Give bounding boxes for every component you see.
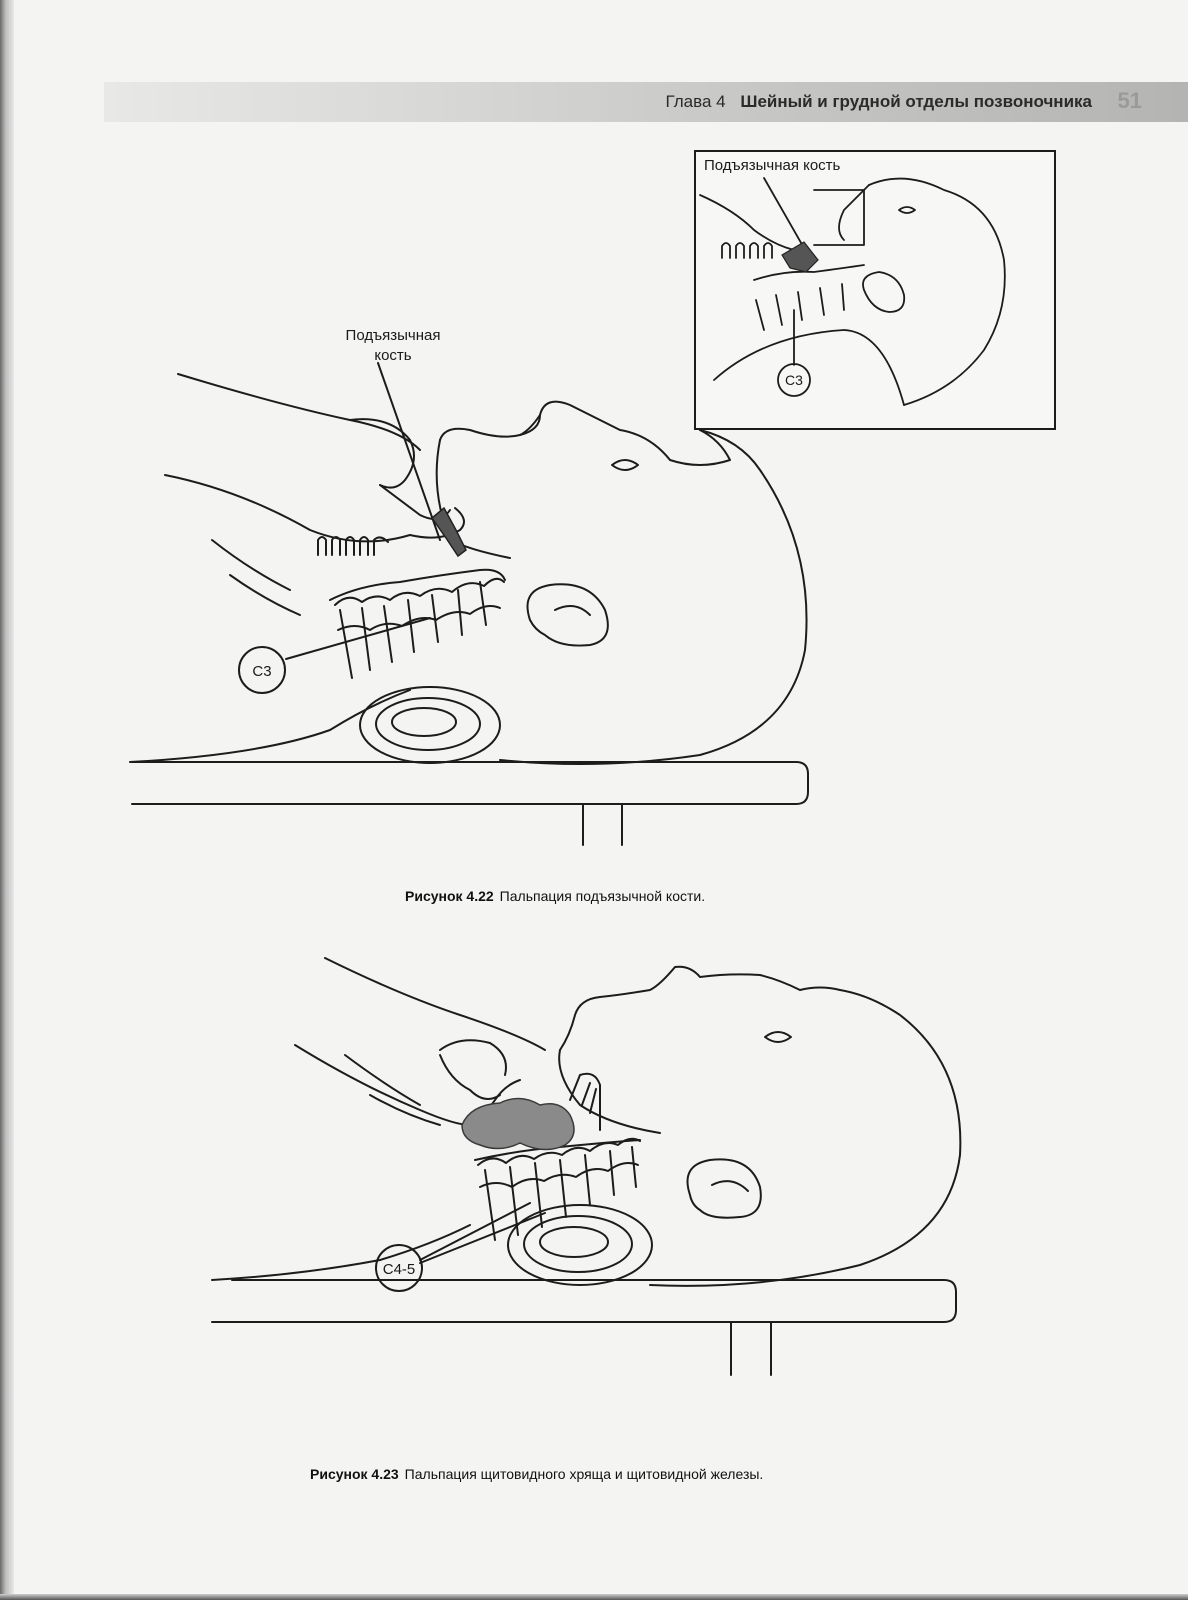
figure-4-22-number: Рисунок 4.22 bbox=[405, 888, 494, 904]
inset-hyoid-label: Подъязычная кость bbox=[704, 157, 841, 174]
figure-4-23-number: Рисунок 4.23 bbox=[310, 1466, 399, 1482]
figure-4-22-inset: Подъязычная кость C3 bbox=[694, 150, 1056, 430]
inset-c3-label: C3 bbox=[785, 372, 803, 388]
figure-4-23-caption: Рисунок 4.23 Пальпация щитовидного хряща … bbox=[310, 1466, 763, 1482]
hyoid-label-line1: Подъязычная bbox=[346, 327, 441, 344]
hyoid-label-line2: кость bbox=[374, 347, 411, 364]
chapter-label: Глава 4 bbox=[665, 92, 726, 111]
chapter-title: Шейный и грудной отделы позвоночника bbox=[740, 92, 1092, 111]
figure-4-22-illustration: Подъязычная кость C3 bbox=[129, 327, 809, 846]
running-header: Глава 4 Шейный и грудной отделы позвоноч… bbox=[666, 88, 1092, 116]
page-edge bbox=[0, 0, 14, 1600]
page-number: 51 bbox=[1117, 88, 1142, 113]
figure-4-23-text: Пальпация щитовидного хряща и щитовидной… bbox=[404, 1466, 764, 1482]
page-edge-bottom bbox=[0, 1594, 1188, 1600]
c45-label: C4-5 bbox=[383, 1261, 416, 1278]
c3-label: C3 bbox=[252, 663, 271, 680]
figure-4-22-caption: Рисунок 4.22 Пальпация подъязычной кости. bbox=[405, 888, 705, 904]
running-header-band bbox=[104, 82, 1188, 122]
figure-4-22-text: Пальпация подъязычной кости. bbox=[499, 888, 706, 904]
figure-4-23-illustration: C4-5 bbox=[211, 957, 962, 1376]
